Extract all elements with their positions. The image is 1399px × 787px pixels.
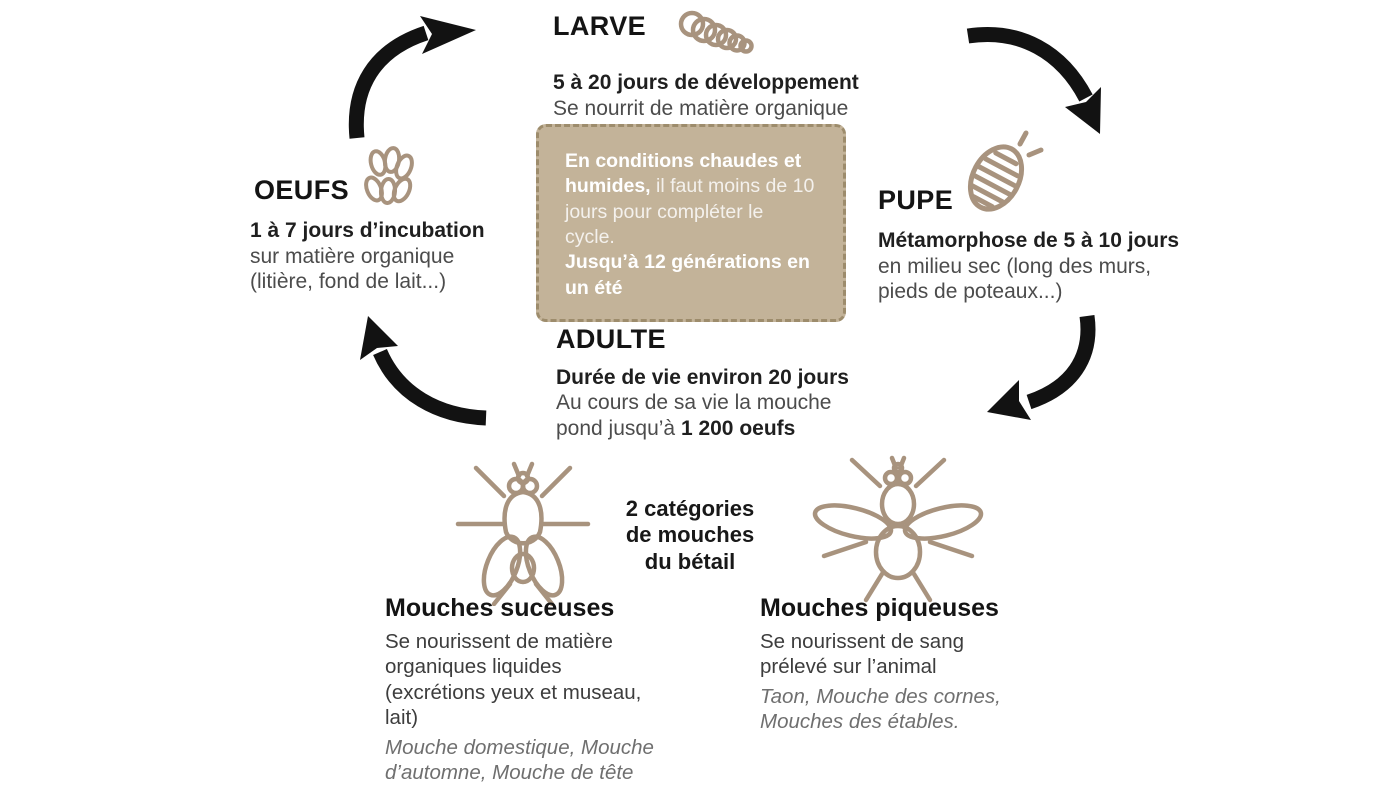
- arrow-oeufs-to-larve-icon: [348, 16, 476, 139]
- conditions-regular-text: il faut moins de 10 jours pour compléter…: [565, 175, 815, 249]
- larve-section: LARVE 5 à 20 jours de développement Se n…: [553, 10, 973, 121]
- sucking-flies-example-line: Mouche domestique, Mouche: [385, 735, 654, 759]
- oeufs-title: OEUFS: [254, 175, 350, 205]
- adulte-egg-count: 1 200 oeufs: [680, 416, 796, 440]
- biting-flies-section: Mouches piqueuses Se nourissent de sang …: [760, 593, 1095, 735]
- pupa-icon: [967, 130, 1044, 212]
- larve-title: LARVE: [553, 11, 647, 41]
- sucking-flies-desc-line: lait): [385, 706, 419, 730]
- pupe-bold-line: Métamorphose de 5 à 10 jours: [878, 229, 1180, 252]
- sucking-flies-desc-line: organiques liquides: [385, 655, 562, 679]
- sucking-flies-desc-line: Se nourissent de matière: [385, 630, 613, 653]
- categories-heading-line: du bétail: [644, 548, 736, 574]
- pupe-line: pieds de poteaux...): [878, 280, 1063, 304]
- biting-flies-desc-line: Se nourissent de sang: [760, 630, 964, 653]
- sucking-flies-section: Mouches suceuses Se nourissent de matièr…: [385, 593, 720, 785]
- pupe-line: en milieu sec (long des murs,: [878, 254, 1152, 278]
- biting-flies-example-line: Mouches des étables.: [760, 710, 960, 734]
- larva-icon: [678, 10, 754, 54]
- adulte-line-regular: pond jusqu’à: [556, 416, 681, 440]
- larve-bold-line: 5 à 20 jours de développement: [553, 71, 859, 94]
- conditions-callout-box: En conditions chaudes et humides, il fau…: [536, 124, 846, 322]
- categories-heading-line: 2 catégories: [625, 496, 755, 521]
- adulte-line: Au cours de sa vie la mouche: [556, 391, 832, 415]
- biting-fly-icon: [812, 455, 984, 603]
- conditions-bold-intro: En conditions chaudes et humides,: [565, 150, 802, 198]
- adulte-line: pond jusqu’à 1 200 oeufs: [556, 416, 936, 442]
- larve-line: Se nourrit de matière organique: [553, 96, 849, 120]
- arrow-larve-to-pupe-icon: [966, 27, 1101, 134]
- pupe-title: PUPE: [878, 185, 954, 215]
- oeufs-line: sur matière organique: [250, 244, 455, 268]
- oeufs-bold-line: 1 à 7 jours d’incubation: [250, 219, 485, 242]
- arrow-adulte-to-oeufs-icon: [360, 316, 487, 426]
- categories-heading: 2 catégories de mouches du bétail: [600, 496, 780, 575]
- biting-flies-title: Mouches piqueuses: [760, 594, 999, 622]
- sucking-fly-icon: [455, 461, 591, 606]
- sucking-flies-example-line: d’automne, Mouche de tête: [385, 761, 634, 785]
- sucking-flies-desc-line: (excrétions yeux et museau,: [385, 680, 642, 704]
- categories-heading-line: de mouches: [625, 522, 755, 548]
- biting-flies-example-line: Taon, Mouche des cornes,: [760, 684, 1001, 708]
- adulte-section: ADULTE Durée de vie environ 20 jours Au …: [556, 324, 936, 442]
- sucking-flies-title: Mouches suceuses: [385, 594, 615, 622]
- oeufs-line: (litière, fond de lait...): [250, 270, 447, 294]
- eggs-icon: [364, 146, 414, 205]
- adulte-bold-line: Durée de vie environ 20 jours: [556, 365, 849, 389]
- arrow-pupe-to-adulte-icon: [987, 314, 1096, 420]
- conditions-bold-outro: Jusqu’à 12 générations en un été: [565, 251, 810, 299]
- biting-flies-desc-line: prélevé sur l’animal: [760, 655, 937, 679]
- adulte-title: ADULTE: [556, 324, 666, 354]
